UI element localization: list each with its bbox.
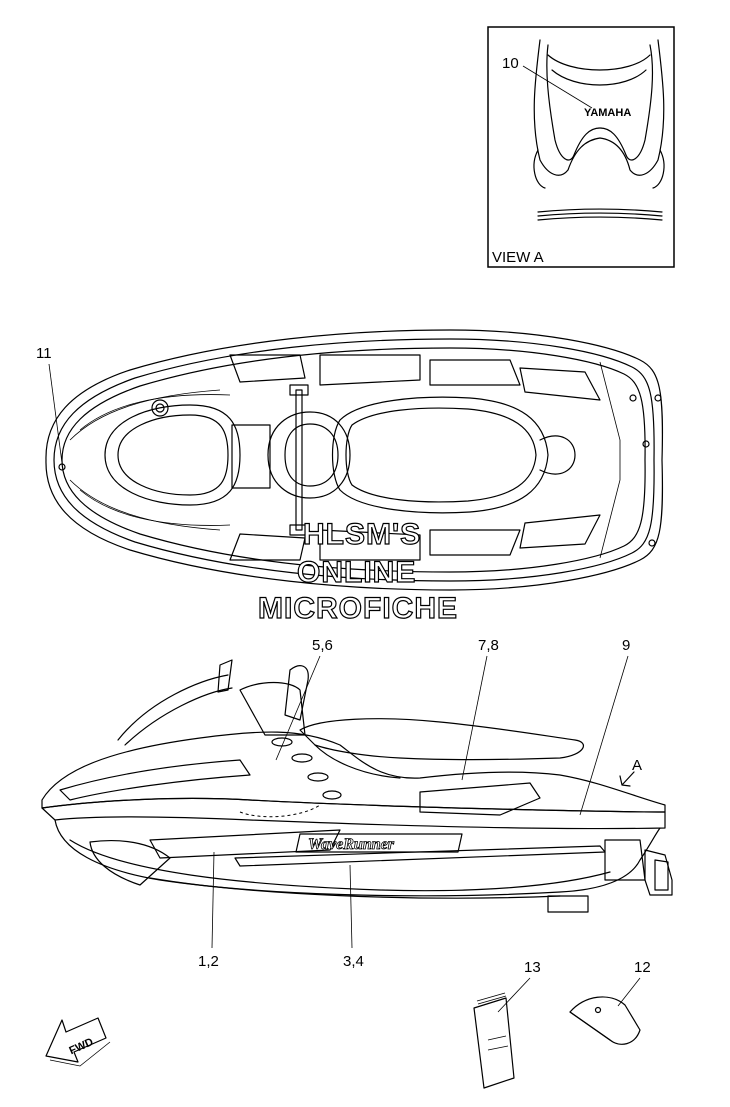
callout-13: 13	[524, 959, 541, 976]
arrow-a-label: A	[632, 757, 642, 774]
callout-1-2: 1,2	[198, 953, 219, 970]
fwd-arrow-icon: FWD	[45, 1017, 111, 1067]
callout-11: 11	[36, 345, 52, 362]
callout-5-6: 5,6	[312, 637, 333, 654]
item-12-pouch: 12	[569, 959, 651, 1045]
watermark-line3: MICROFICHE	[258, 592, 458, 625]
item-13-card: 13	[473, 959, 541, 1089]
view-a-inset: YAMAHA 10 VIEW A	[487, 26, 675, 268]
view-a-logo: YAMAHA	[584, 107, 631, 119]
callout-9: 9	[622, 637, 630, 654]
top-view-hull: 11	[36, 329, 664, 591]
watermark-line2: ONLINE	[297, 556, 416, 589]
waverunner-decal: WaveRunner	[308, 836, 395, 853]
watermark: HLSM'S ONLINE MICROFICHE	[257, 517, 458, 625]
callout-12: 12	[634, 959, 651, 976]
view-a-label: VIEW A	[492, 249, 544, 266]
fwd-label: FWD	[67, 1036, 95, 1057]
side-view-hull: WaveRunner A 5,6 7,8 9 1,2 3,4	[41, 637, 673, 970]
callout-10: 10	[502, 55, 519, 72]
watermark-line1: HLSM'S	[303, 518, 421, 551]
callout-3-4: 3,4	[343, 953, 364, 970]
callout-7-8: 7,8	[478, 637, 499, 654]
